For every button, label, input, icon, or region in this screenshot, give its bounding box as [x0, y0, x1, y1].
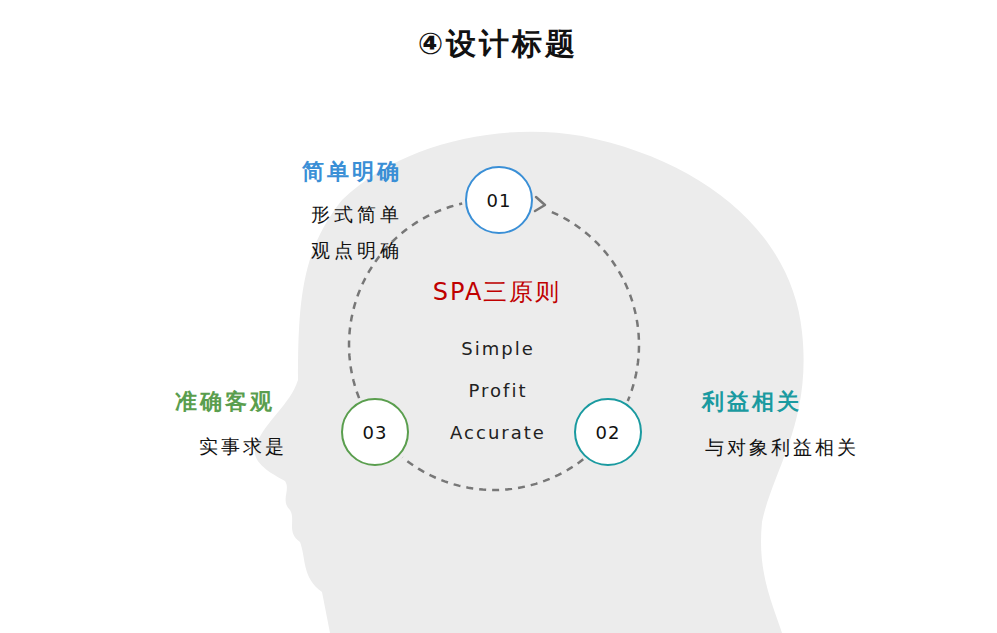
head-silhouette	[255, 132, 804, 633]
cycle-arc	[402, 457, 583, 490]
principle-body: 与对象利益相关	[705, 435, 859, 461]
principle-heading: 利益相关	[702, 387, 802, 417]
step-number: 02	[596, 422, 621, 443]
principle-heading: 简单明确	[302, 157, 402, 187]
step-circle: 03	[341, 398, 409, 466]
step-circle: 02	[574, 398, 642, 466]
step-circle: 01	[465, 166, 533, 234]
principle-heading: 准确客观	[175, 387, 275, 417]
step-number: 03	[363, 422, 388, 443]
cycle-arrowhead	[535, 197, 545, 211]
principle-body: 形式简单 观点明确	[311, 196, 411, 268]
cycle-arc	[552, 212, 639, 401]
principle-body: 实事求是	[199, 434, 287, 460]
page-title: ④设计标题	[418, 24, 578, 65]
principle-word: Simple	[461, 338, 534, 359]
principle-word: Profit	[469, 380, 528, 401]
step-number: 01	[487, 190, 512, 211]
principle-word: Accurate	[450, 422, 546, 443]
center-title: SPA三原则	[433, 276, 562, 308]
